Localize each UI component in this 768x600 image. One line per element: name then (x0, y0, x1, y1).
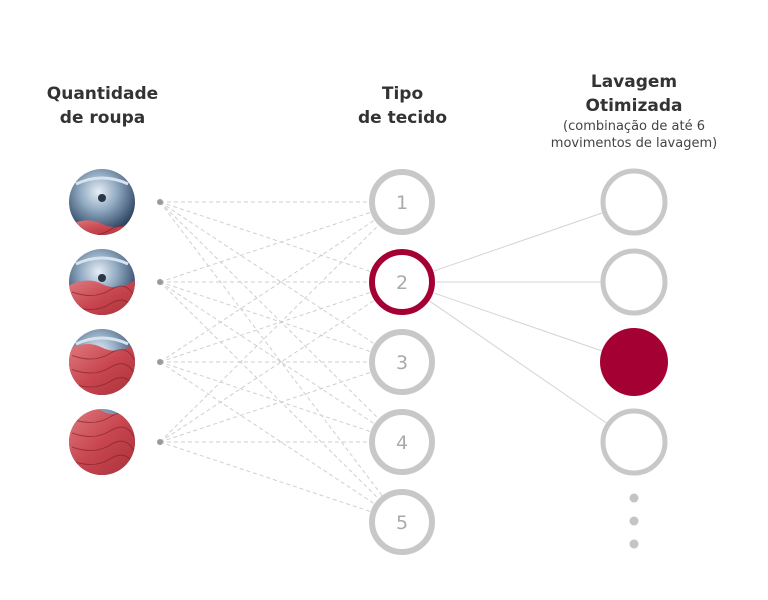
dashed-connection (159, 441, 371, 513)
connector-dot (157, 199, 163, 205)
laundry-fold (71, 440, 135, 452)
wash-motion-ring (600, 248, 668, 316)
dashed-connection (159, 361, 371, 433)
dashed-connection (159, 201, 379, 420)
load-header-line2: de roupa (59, 108, 146, 128)
laundry-fold (71, 363, 135, 374)
load-image-content (69, 169, 135, 235)
dashed-connection (159, 371, 371, 443)
fabric-type-label: 1 (396, 192, 408, 214)
connector-dot (157, 359, 163, 365)
wash-motion-ring (600, 408, 668, 476)
laundry-fold (71, 285, 135, 297)
fabric-type-label: 4 (396, 432, 408, 454)
dashed-connection (159, 291, 371, 363)
dashed-connection (159, 219, 375, 363)
fabric-type-ring (369, 489, 435, 555)
fabric-type-label: 3 (396, 352, 408, 374)
laundry-fold (71, 349, 135, 360)
load-header-line1: Quantidade (46, 84, 159, 104)
wash-connection (433, 292, 603, 352)
wash-connection (429, 300, 608, 424)
dashed-connection (159, 281, 375, 425)
wash-note-line1: (combinação de até 6 (563, 119, 705, 134)
drum-hub (98, 194, 106, 202)
fabric-type-ring (369, 409, 435, 475)
drum-paddle (75, 256, 129, 266)
laundry (69, 343, 135, 395)
dashed-connection (159, 281, 379, 500)
fabric-type-ring (369, 169, 435, 235)
drum-paddle (75, 176, 129, 186)
wash-header-line2: Otimizada (585, 96, 683, 116)
fabric-type-label: 2 (396, 272, 408, 294)
load-header: Quantidade de roupa (30, 82, 175, 130)
fabric-header: Tipo de tecido (340, 82, 465, 130)
dashed-connection (159, 281, 371, 353)
dashed-connection (159, 201, 383, 496)
laundry-fold (71, 426, 135, 438)
dashed-connection (159, 224, 379, 443)
dashed-connection (159, 201, 375, 345)
fabric-header-line1: Tipo (381, 84, 424, 104)
dashed-connection (159, 299, 375, 443)
connector-dot (157, 439, 163, 445)
fabric-type-label: 5 (396, 512, 408, 534)
dashed-connection (159, 361, 375, 505)
wash-motion-ring (600, 168, 668, 236)
wash-header-line1: Lavagem (590, 72, 678, 92)
dashed-connection (159, 211, 371, 283)
load-image-content (69, 329, 135, 395)
load-image-content (69, 409, 135, 475)
load-image (69, 329, 135, 395)
more-dots-icon (629, 493, 639, 503)
load-image (69, 249, 135, 315)
laundry (69, 280, 135, 315)
fabric-type-ring (369, 329, 435, 395)
laundry-fold (71, 454, 135, 466)
more-dots-icon (629, 516, 639, 526)
fabric-type-ring (369, 249, 435, 315)
laundry-fold (71, 377, 135, 388)
dashed-connection (159, 201, 371, 273)
drum-paddle (75, 336, 129, 346)
wash-connection (433, 212, 603, 272)
connector-dot (157, 279, 163, 285)
more-dots-icon (629, 539, 639, 549)
wash-note-line2: movimentos de lavagem) (550, 136, 718, 151)
wash-header: Lavagem Otimizada (combinação de até 6 m… (544, 70, 724, 152)
drum-hub (98, 274, 106, 282)
load-image (69, 169, 135, 235)
load-image (69, 409, 135, 475)
load-image-content (69, 249, 135, 315)
laundry (69, 409, 135, 475)
fabric-header-line2: de tecido (357, 108, 448, 128)
wash-motion-selected (600, 328, 668, 396)
